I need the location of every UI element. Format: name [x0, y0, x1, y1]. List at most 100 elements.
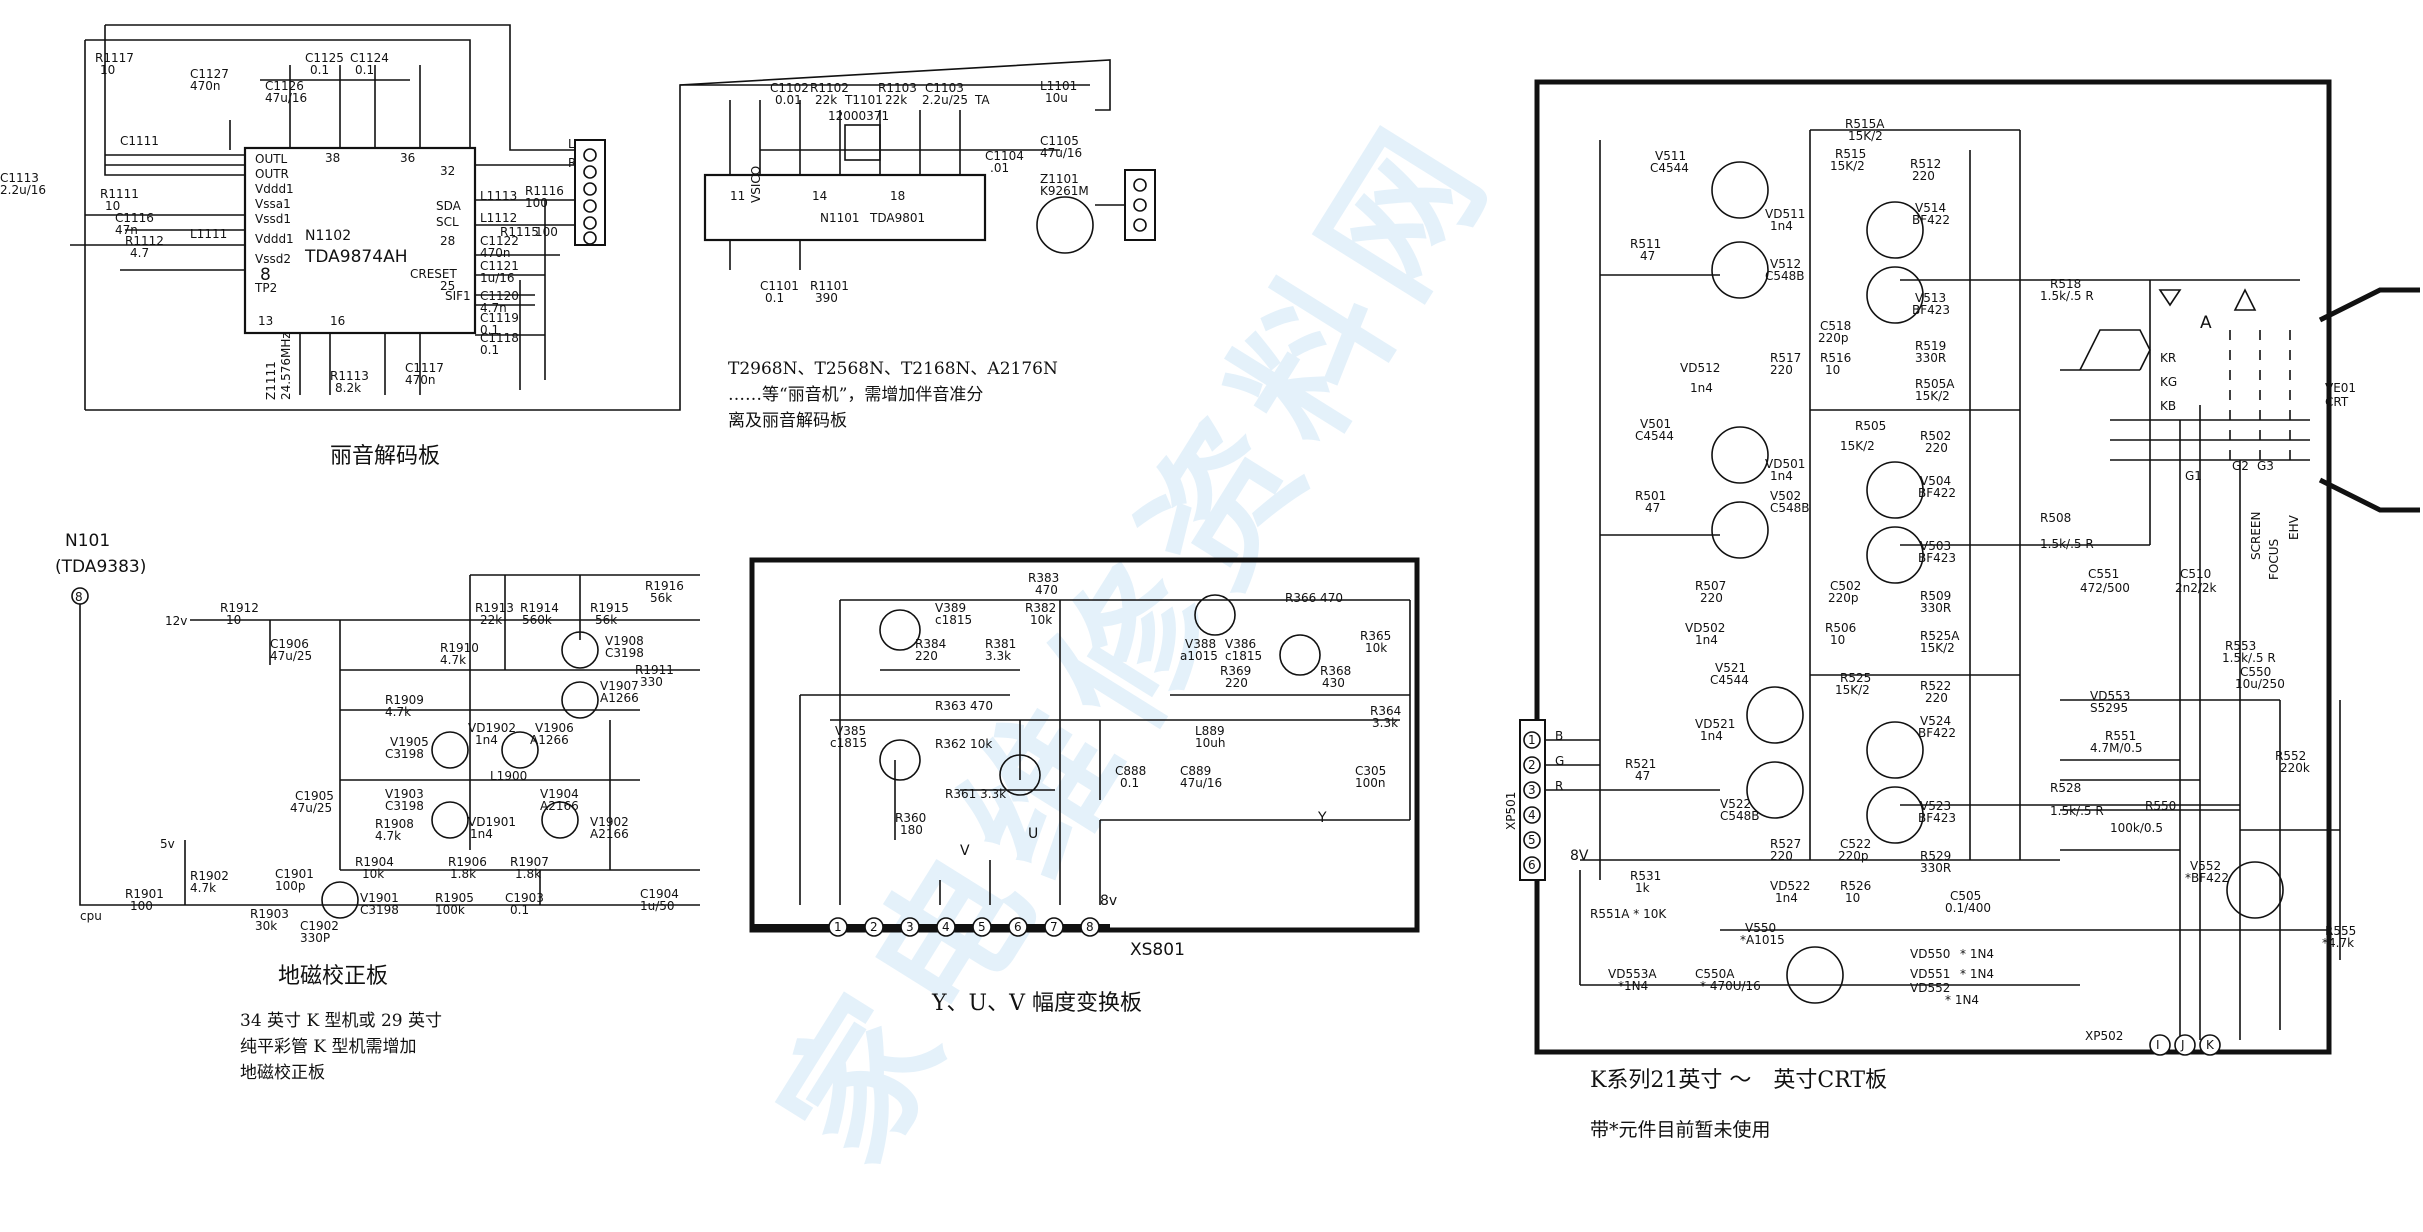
svg-text:100: 100 [130, 899, 153, 913]
svg-text:R507: R507 [1695, 579, 1726, 593]
svg-text:BF422: BF422 [1918, 726, 1956, 740]
svg-text:C510: C510 [2180, 567, 2211, 581]
svg-text:BF422: BF422 [1912, 213, 1950, 227]
svg-text:c1815: c1815 [830, 736, 867, 750]
audio-caption: 丽音解码板 [330, 444, 441, 469]
svg-text:S5295: S5295 [2090, 701, 2128, 715]
audio-note-line1: ……等“丽音机”，需增加伴音准分 [728, 385, 984, 405]
xp502-pins: I J K [2149, 1034, 2221, 1056]
svg-text:R1116: R1116 [525, 184, 564, 198]
svg-text:R1101: R1101 [810, 279, 849, 293]
svg-text:3.3k: 3.3k [985, 649, 1011, 663]
svg-text:A2166: A2166 [540, 799, 579, 813]
svg-text:1k: 1k [1635, 881, 1650, 895]
svg-text:C1104: C1104 [985, 149, 1024, 163]
crt-caption: K系列21英寸 ～ 英寸CRT板 [1590, 1068, 1888, 1093]
svg-text:220: 220 [1912, 169, 1935, 183]
svg-text:1: 1 [834, 920, 842, 934]
svg-text:C1125: C1125 [305, 51, 344, 65]
svg-text:4.7n: 4.7n [480, 301, 507, 315]
svg-text:1n4: 1n4 [1695, 633, 1718, 647]
svg-text:36: 36 [400, 151, 415, 165]
svg-text:R502: R502 [1920, 429, 1951, 443]
svg-text:220p: 220p [1818, 331, 1849, 345]
svg-text:J: J [2180, 1038, 2185, 1052]
svg-text:R551A * 10K: R551A * 10K [1590, 907, 1667, 921]
svg-text:100: 100 [525, 196, 548, 210]
svg-text:L1113: L1113 [480, 189, 517, 203]
svg-text:C548B: C548B [1720, 809, 1760, 823]
svg-text:V502: V502 [1770, 489, 1801, 503]
svg-text:R526: R526 [1840, 879, 1871, 893]
svg-text:3.3k: 3.3k [1372, 716, 1398, 730]
crt-border [1534, 79, 2332, 1055]
svg-text:R1901: R1901 [125, 887, 164, 901]
svg-text:N1101: N1101 [820, 211, 860, 225]
svg-text:G1: G1 [2185, 469, 2202, 483]
svg-text:15K/2: 15K/2 [1840, 439, 1875, 453]
svg-text:R1916: R1916 [645, 579, 684, 593]
svg-text:1n4: 1n4 [470, 827, 493, 841]
svg-text:XP501: XP501 [1504, 792, 1518, 830]
svg-text:100n: 100n [1355, 776, 1386, 790]
svg-text:* 1N4: * 1N4 [1960, 967, 1994, 981]
svg-text:SIF1: SIF1 [445, 289, 471, 303]
xs801-label: XS801 [1130, 940, 1185, 960]
svg-text:Vddd1: Vddd1 [255, 182, 294, 196]
svg-text:470n: 470n [190, 79, 221, 93]
audio-note-models: T2968N、T2568N、T2168N、A2176N [728, 359, 1058, 379]
svg-text:C1116: C1116 [115, 211, 154, 225]
svg-text:100k: 100k [435, 903, 465, 917]
svg-text:4: 4 [942, 920, 950, 934]
svg-text:c1815: c1815 [1225, 649, 1262, 663]
svg-text:5v: 5v [160, 837, 175, 851]
svg-text:10k: 10k [362, 867, 384, 881]
svg-text:C1906: C1906 [270, 637, 309, 651]
svg-text:10u: 10u [1045, 91, 1068, 105]
svg-text:R1908: R1908 [375, 817, 414, 831]
svg-text:R384: R384 [915, 637, 946, 651]
svg-text:V1908: V1908 [605, 634, 644, 648]
svg-text:10: 10 [1830, 633, 1845, 647]
svg-text:V389: V389 [935, 601, 966, 615]
svg-text:K9261M: K9261M [1040, 184, 1089, 198]
svg-text:c1815: c1815 [935, 613, 972, 627]
svg-text:R364: R364 [1370, 704, 1401, 718]
svg-text:VD501: VD501 [1765, 457, 1805, 471]
svg-text:47: 47 [1635, 769, 1650, 783]
svg-text:C1117: C1117 [405, 361, 444, 375]
svg-text:VD502: VD502 [1685, 621, 1725, 635]
svg-text:EHV: EHV [2287, 514, 2301, 540]
svg-text:B: B [1555, 729, 1563, 743]
svg-text:SCL: SCL [436, 215, 459, 229]
svg-text:C551: C551 [2088, 567, 2119, 581]
svg-text:10k: 10k [1365, 641, 1387, 655]
crt-note: 带*元件目前暂未使用 [1590, 1119, 1771, 1141]
svg-text:560k: 560k [522, 613, 552, 627]
svg-text:C1901: C1901 [275, 867, 314, 881]
chip-n1102 [243, 146, 477, 335]
svg-text:C502: C502 [1830, 579, 1861, 593]
svg-text:1.8k: 1.8k [450, 867, 476, 881]
svg-text:8V: 8V [1570, 848, 1589, 864]
svg-text:24.576MHz: 24.576MHz [279, 332, 293, 400]
svg-text:C550A: C550A [1695, 967, 1735, 981]
svg-text:220: 220 [1925, 441, 1948, 455]
svg-text:*BF422: *BF422 [2185, 871, 2229, 885]
svg-text:C1120: C1120 [480, 289, 519, 303]
svg-text:L1101: L1101 [1040, 79, 1077, 93]
svg-text:15K/2: 15K/2 [1848, 129, 1883, 143]
svg-text:10k: 10k [1030, 613, 1052, 627]
svg-text:47u/25: 47u/25 [290, 801, 332, 815]
svg-text:8: 8 [75, 590, 83, 604]
svg-text:6: 6 [1014, 920, 1022, 934]
svg-text:R: R [568, 156, 576, 170]
svg-text:C1101: C1101 [760, 279, 799, 293]
svg-text:*A1015: *A1015 [1740, 933, 1785, 947]
svg-text:R1103: R1103 [878, 81, 917, 95]
svg-text:470: 470 [1035, 583, 1058, 597]
svg-text:22k: 22k [885, 93, 907, 107]
svg-text:0.1: 0.1 [765, 291, 784, 305]
svg-text:V523: V523 [1920, 799, 1951, 813]
